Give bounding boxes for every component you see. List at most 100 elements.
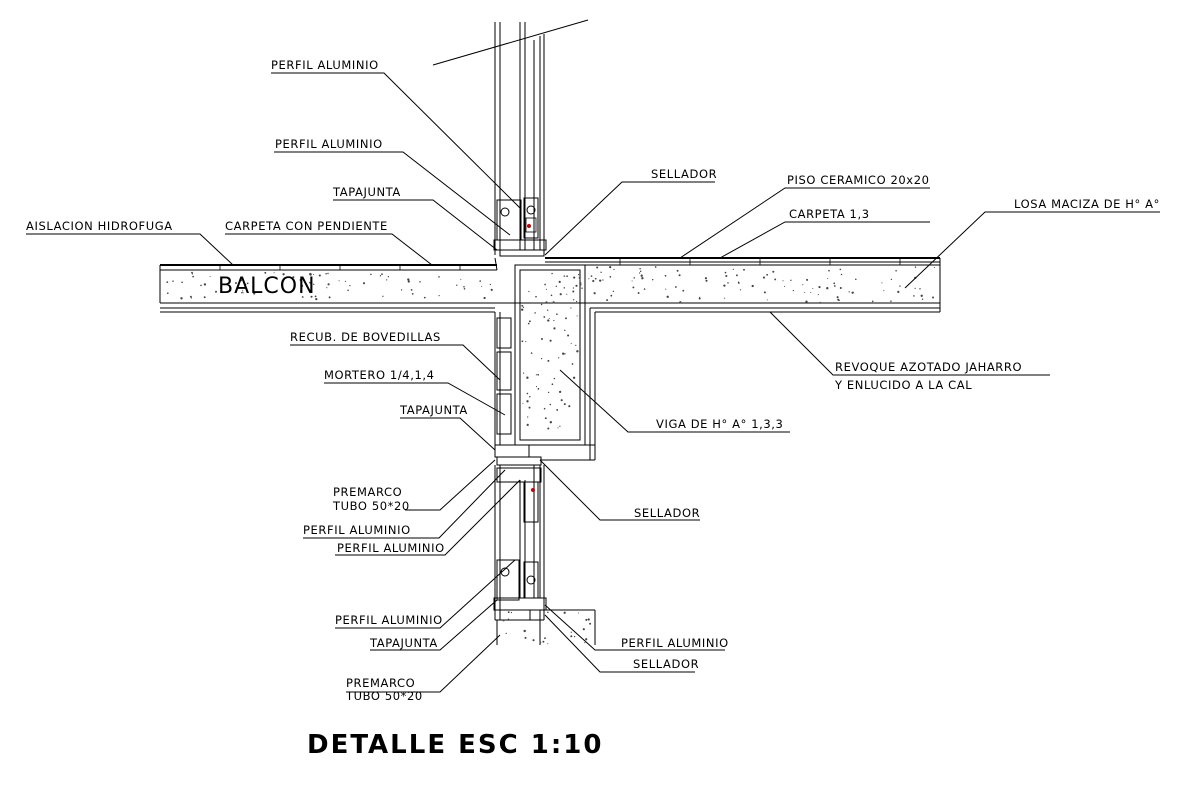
drawing-title: DETALLE ESC 1:10 xyxy=(307,730,603,760)
stipple-dot xyxy=(549,421,552,424)
stipple-dot xyxy=(679,301,682,304)
stipple-dot xyxy=(180,297,183,300)
stipple-dot xyxy=(633,277,635,279)
stipple-dot xyxy=(899,285,901,287)
stipple-dot xyxy=(724,297,726,299)
stipple-dot xyxy=(191,273,194,275)
interior-slab xyxy=(219,257,941,313)
stipple-dot xyxy=(921,298,924,300)
stipple-dot xyxy=(318,274,321,277)
stipple-dot xyxy=(705,279,708,282)
stipple-dot xyxy=(651,278,654,281)
label-viga: VIGA DE H° A° 1,3,3 xyxy=(656,417,783,431)
stipple-dot xyxy=(664,274,667,277)
stipple-dot xyxy=(682,289,685,292)
stipple-dot xyxy=(301,296,304,298)
stipple-dot xyxy=(551,383,554,386)
stipple-dot xyxy=(576,300,578,303)
stipple-dot xyxy=(215,290,217,293)
concrete-beam xyxy=(494,264,596,461)
stipple-dot xyxy=(314,295,317,298)
stipple-dot xyxy=(774,278,777,281)
stipple-dot xyxy=(826,287,829,290)
stipple-dot xyxy=(456,284,458,286)
stipple-dot xyxy=(639,268,641,270)
stipple-dot xyxy=(491,289,493,292)
stipple-dot xyxy=(578,274,580,276)
stipple-dot xyxy=(532,639,535,642)
stipple-dot xyxy=(172,280,174,282)
stipple-dot xyxy=(543,407,546,410)
label-perfil-aluminio-3: PERFIL ALUMINIO xyxy=(303,523,411,537)
stipple-dot xyxy=(326,287,328,289)
label-premarco-2b: TUBO 50*20 xyxy=(345,689,423,703)
stipple-dot xyxy=(200,284,202,287)
stipple-dot xyxy=(203,283,207,286)
stipple-dot xyxy=(338,280,340,282)
stipple-dot xyxy=(564,353,566,355)
concrete-stipple xyxy=(166,266,935,645)
stipple-dot xyxy=(676,269,679,272)
stipple-dot xyxy=(524,636,527,639)
stipple-dot xyxy=(559,425,561,427)
stipple-dot xyxy=(521,308,524,311)
stipple-dot xyxy=(547,611,549,614)
stipple-dot xyxy=(570,631,572,633)
stipple-dot xyxy=(313,273,315,276)
stipple-dot xyxy=(739,289,742,291)
stipple-dot xyxy=(526,400,529,403)
stipple-dot xyxy=(577,612,580,614)
label-carpeta: CARPETA 1,3 xyxy=(789,207,870,221)
stipple-dot xyxy=(463,288,466,290)
stipple-dot xyxy=(743,268,745,271)
stipple-dot xyxy=(226,282,229,285)
stipple-dot xyxy=(239,279,243,282)
stipple-dot xyxy=(299,278,302,282)
label-mortero: MORTERO 1/4,1,4 xyxy=(324,368,435,382)
stipple-dot xyxy=(553,319,555,322)
stipple-dot xyxy=(571,363,574,365)
stipple-dot xyxy=(558,390,562,394)
stipple-dot xyxy=(582,628,585,631)
stipple-dot xyxy=(181,281,183,284)
stipple-dot xyxy=(547,319,550,322)
stipple-dot xyxy=(507,611,510,614)
stipple-dot xyxy=(933,266,935,269)
stipple-dot xyxy=(804,291,806,293)
stipple-dot xyxy=(851,302,853,304)
stipple-dot xyxy=(576,315,578,317)
stipple-dot xyxy=(839,268,842,271)
stipple-dot xyxy=(883,290,885,292)
stipple-dot xyxy=(523,372,525,374)
stipple-dot xyxy=(585,618,588,621)
stipple-dot xyxy=(833,282,836,285)
stipple-dot xyxy=(763,291,766,294)
stipple-dot xyxy=(553,327,556,330)
stipple-dot xyxy=(349,284,351,287)
stipple-dot xyxy=(704,277,707,280)
label-perfil-aluminio-4: PERFIL ALUMINIO xyxy=(337,541,445,555)
stipple-dot xyxy=(566,275,568,278)
stipple-dot xyxy=(772,270,775,273)
stipple-dot xyxy=(580,284,582,286)
stipple-dot xyxy=(639,272,641,274)
label-aislacion-hidrofuga: AISLACION HIDROFUGA xyxy=(26,219,173,233)
stipple-dot xyxy=(381,273,383,275)
stipple-dot xyxy=(572,376,576,379)
stipple-dot xyxy=(579,282,582,284)
stipple-dot xyxy=(547,309,549,311)
stipple-dot xyxy=(189,295,192,298)
stipple-dot xyxy=(166,281,169,284)
stipple-dot xyxy=(855,278,857,281)
stipple-dot xyxy=(190,297,192,299)
stipple-dot xyxy=(805,300,808,303)
stipple-dot xyxy=(483,296,486,300)
stipple-dot xyxy=(540,357,543,360)
leader-lines xyxy=(26,72,1160,693)
label-perfil-aluminio-2: PERFIL ALUMINIO xyxy=(275,137,383,151)
stipple-dot xyxy=(735,274,738,277)
stipple-dot xyxy=(328,296,331,299)
stipple-dot xyxy=(310,295,313,298)
stipple-dot xyxy=(732,268,734,270)
